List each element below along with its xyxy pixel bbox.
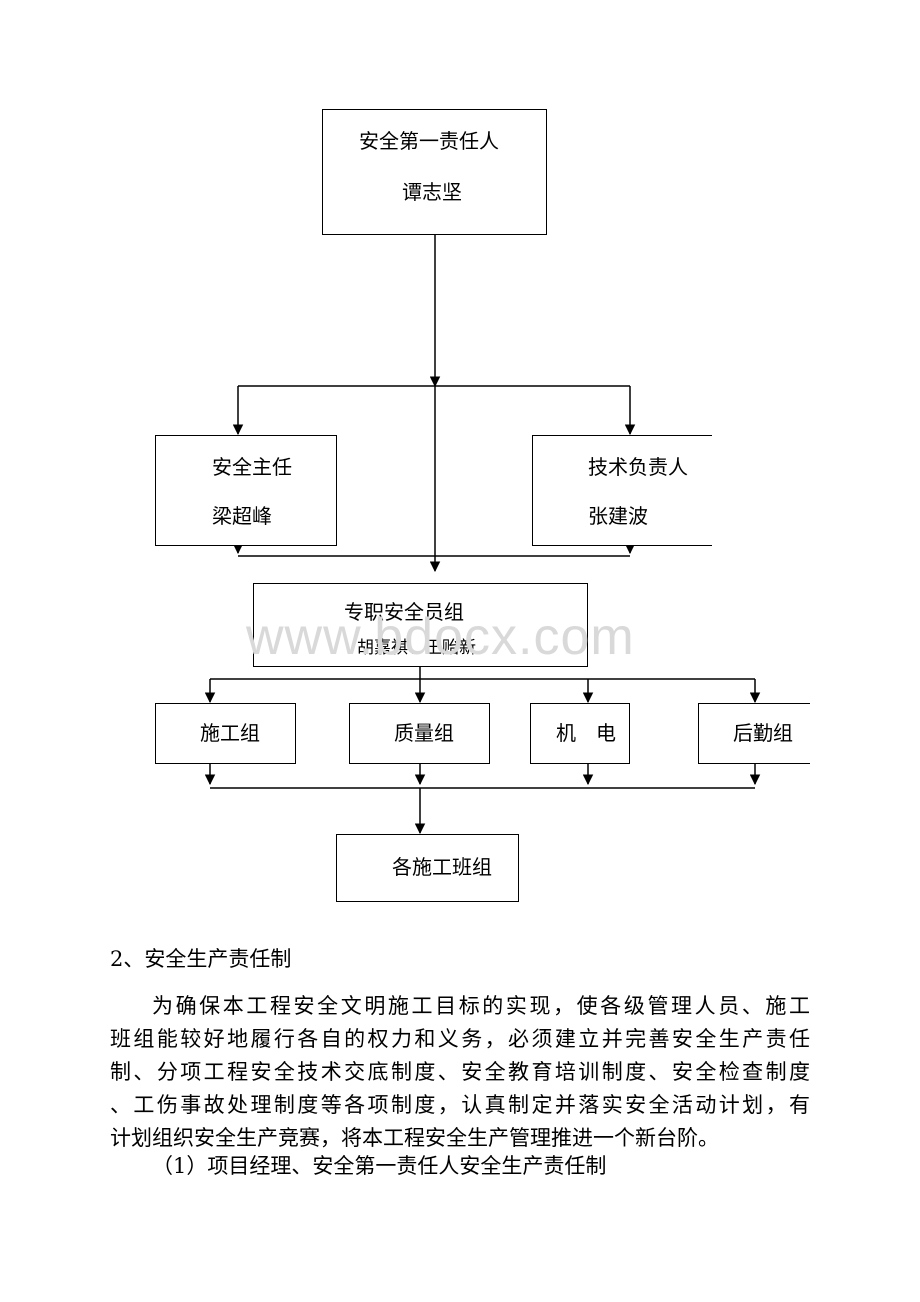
paragraph-line: 为确保本工程安全文明施工目标的实现，使各级管理人员、施工	[152, 994, 810, 1018]
safety-team-box	[253, 583, 588, 667]
watermark: www.bdocx.com	[246, 608, 635, 666]
group-label-electromechanical: 机 电	[556, 721, 616, 745]
logistics-group-box	[698, 703, 810, 764]
safety-director-name: 梁超峰	[212, 504, 272, 528]
construction-group-box	[155, 703, 296, 764]
work-teams-label: 各施工班组	[392, 855, 492, 879]
section-paragraph: 为确保本工程安全文明施工目标的实现，使各级管理人员、施工 班组能较好地履行各自的…	[110, 990, 810, 1155]
technical-lead-title: 技术负责人	[588, 455, 688, 479]
technical-lead-box	[532, 435, 712, 546]
paragraph-line: 、工伤事故处理制度等各项制度，认真制定并落实安全活动计划，有	[110, 1093, 810, 1117]
group-label-construction: 施工组	[200, 721, 260, 745]
safety-director-title: 安全主任	[212, 455, 292, 479]
group-label-quality: 质量组	[394, 721, 454, 745]
section-heading: 2、安全生产责任制	[110, 947, 292, 971]
paragraph-line: 计划组织安全生产竞赛，将本工程安全生产管理推进一个新台阶。	[110, 1126, 719, 1150]
technical-lead-name: 张建波	[588, 504, 648, 528]
paragraph-line: 班组能较好地履行各自的权力和义务，必须建立并完善安全生产责任	[110, 1027, 810, 1051]
electromechanical-group-box	[530, 703, 630, 764]
quality-group-box	[349, 703, 490, 764]
safety-team-names: 胡嘉祺、王贻新	[357, 638, 476, 658]
top-responsible-title: 安全第一责任人	[359, 129, 499, 153]
subsection-heading: （1）项目经理、安全第一责任人安全生产责任制	[152, 1154, 607, 1178]
work-teams-box	[336, 834, 519, 902]
top-responsible-box	[322, 109, 547, 235]
group-label-logistics: 后勤组	[733, 721, 793, 745]
safety-director-box	[155, 435, 337, 546]
top-responsible-name: 谭志坚	[402, 180, 462, 204]
safety-team-title: 专职安全员组	[344, 600, 464, 624]
paragraph-line: 制、分项工程安全技术交底制度、安全教育培训制度、安全检查制度	[110, 1060, 810, 1084]
